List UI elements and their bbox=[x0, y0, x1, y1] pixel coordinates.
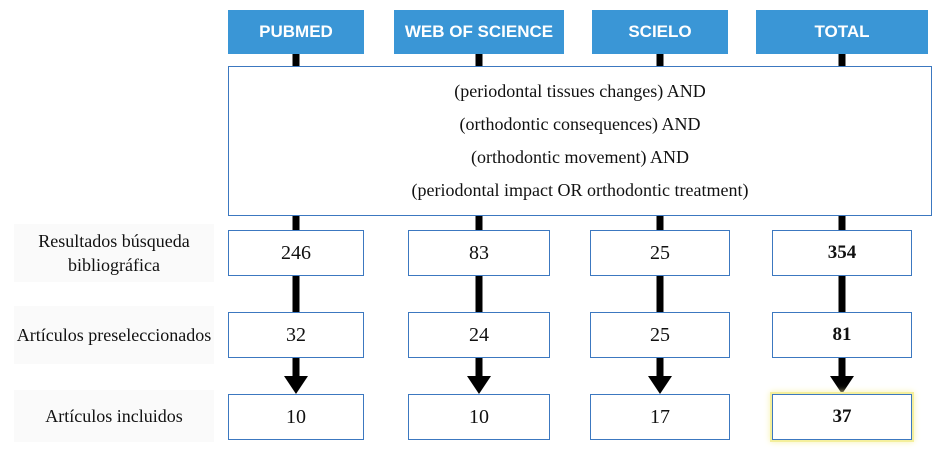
connectors-wos bbox=[467, 54, 491, 394]
cell-total-incluidos: 37 bbox=[772, 394, 912, 440]
cell-wos-resultados: 83 bbox=[408, 230, 550, 276]
cell-wos-incluidos: 10 bbox=[408, 394, 550, 440]
cell-scielo-preseleccionados: 25 bbox=[590, 312, 730, 358]
arrow-down-icon bbox=[830, 376, 854, 394]
connectors-scielo bbox=[648, 54, 672, 394]
query-line: (orthodontic movement) AND bbox=[471, 147, 689, 167]
connectors-total bbox=[830, 54, 854, 394]
cell-total-preseleccionados: 81 bbox=[772, 312, 912, 358]
query-line: (orthodontic consequences) AND bbox=[459, 114, 701, 134]
cell-total-resultados: 354 bbox=[772, 230, 912, 276]
cell-pubmed-resultados: 246 bbox=[228, 230, 364, 276]
connectors-pubmed bbox=[284, 54, 308, 394]
header-pubmed: PUBMED bbox=[228, 10, 364, 54]
arrow-down-icon bbox=[648, 376, 672, 394]
cell-scielo-incluidos: 17 bbox=[590, 394, 730, 440]
arrow-down-icon bbox=[467, 376, 491, 394]
arrow-down-icon bbox=[284, 376, 308, 394]
header-scielo: SCIELO bbox=[592, 10, 728, 54]
row-label-resultados: Resultados búsqueda bibliográfica bbox=[14, 224, 214, 282]
cell-pubmed-preseleccionados: 32 bbox=[228, 312, 364, 358]
header-web-of-science: WEB OF SCIENCE bbox=[394, 10, 564, 54]
cell-pubmed-incluidos: 10 bbox=[228, 394, 364, 440]
cell-scielo-resultados: 25 bbox=[590, 230, 730, 276]
search-query-box: (periodontal tissues changes) AND (ortho… bbox=[228, 66, 932, 216]
header-total: TOTAL bbox=[756, 10, 928, 54]
row-label-incluidos: Artículos incluidos bbox=[14, 390, 214, 442]
query-line: (periodontal tissues changes) AND bbox=[454, 81, 706, 101]
cell-wos-preseleccionados: 24 bbox=[408, 312, 550, 358]
row-label-preseleccionados: Artículos preseleccionados bbox=[14, 306, 214, 364]
query-line: (periodontal impact OR orthodontic treat… bbox=[411, 180, 749, 200]
